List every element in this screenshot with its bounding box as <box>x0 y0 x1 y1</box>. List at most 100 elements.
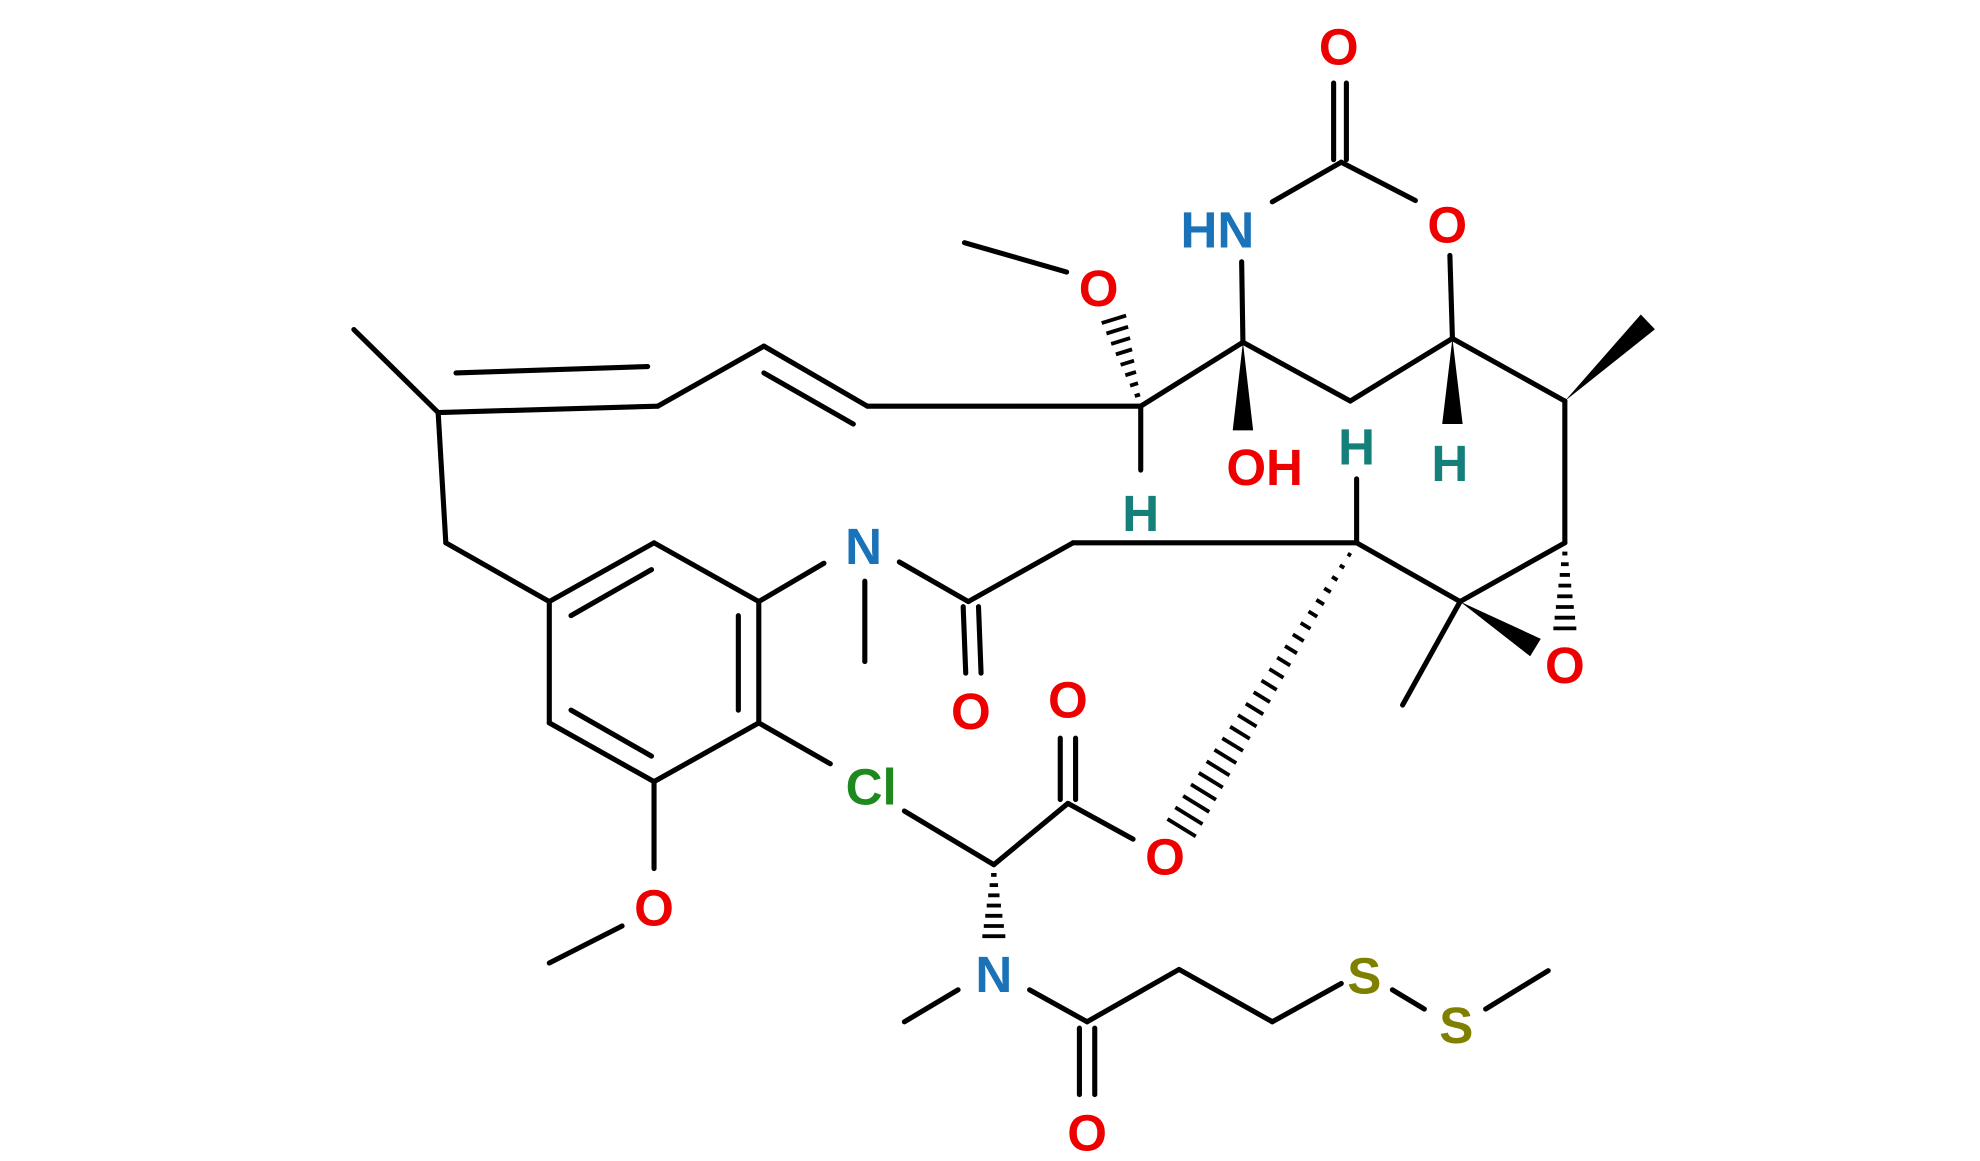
hashed-bond <box>1553 540 1577 631</box>
atom-label-hydroxyl: OH <box>1226 439 1303 496</box>
bond <box>1084 966 1182 1025</box>
bond <box>1176 966 1275 1025</box>
bond <box>761 370 856 427</box>
bond <box>1269 159 1344 205</box>
bond <box>655 343 767 409</box>
hash-stroke <box>1268 667 1285 680</box>
hash-stroke <box>1120 358 1135 367</box>
bond <box>756 720 833 767</box>
wedge-bond <box>1460 601 1541 657</box>
bond <box>351 326 441 416</box>
bond <box>651 540 762 605</box>
atom-label-oxygen: O <box>634 880 674 937</box>
bond <box>568 707 655 759</box>
atom-label-oxygen: O <box>1048 671 1088 728</box>
hashed-bond <box>1166 540 1359 838</box>
atom-label-oxygen: O <box>1145 829 1185 886</box>
bond <box>1354 540 1463 605</box>
bond <box>961 240 1070 275</box>
bond <box>453 364 651 376</box>
hash-stroke <box>1213 748 1238 765</box>
bond <box>1338 159 1418 204</box>
bond <box>546 720 657 785</box>
hash-stroke <box>1115 347 1133 357</box>
bond <box>1447 252 1455 342</box>
bond <box>1449 335 1568 404</box>
hash-stroke <box>1110 336 1131 346</box>
bond <box>1483 968 1551 1012</box>
hash-stroke <box>1276 655 1292 668</box>
bond <box>1347 335 1455 404</box>
atom-label-oxygen: O <box>1067 1104 1107 1161</box>
bonds-group <box>351 80 1655 1098</box>
hash-stroke <box>1174 805 1204 826</box>
bond <box>965 540 1076 605</box>
hash-stroke <box>1221 736 1244 753</box>
atom-label-nitrogen: N <box>845 518 882 575</box>
atom-label-hydrogen: H <box>1338 419 1375 476</box>
hashed-bond <box>1101 313 1143 409</box>
bond <box>1138 339 1246 409</box>
hash-stroke <box>1134 392 1141 398</box>
hash-stroke <box>1124 370 1137 378</box>
atom-label-oxygen: O <box>951 683 991 740</box>
hash-stroke <box>1205 759 1231 777</box>
hash-stroke <box>1129 381 1139 388</box>
hash-stroke <box>1260 678 1278 692</box>
hash-stroke <box>1315 598 1325 607</box>
hash-stroke <box>1105 324 1129 336</box>
bond <box>435 403 661 416</box>
hash-stroke <box>1307 609 1319 619</box>
bond <box>568 567 655 619</box>
bond <box>546 923 625 966</box>
hash-stroke <box>1338 563 1346 570</box>
hash-stroke <box>1182 794 1211 814</box>
atom-label-hydrogen: H <box>1122 485 1159 542</box>
hashed-bond <box>982 862 1006 939</box>
bond <box>901 808 997 868</box>
hash-stroke <box>1323 586 1332 594</box>
atom-label-oxygen: O <box>1545 637 1585 694</box>
bond <box>896 559 971 605</box>
bond <box>960 604 969 676</box>
hash-stroke <box>1229 725 1251 741</box>
atom-label-nh: HN <box>1180 201 1254 258</box>
wedge-bond <box>1232 342 1254 431</box>
hash-stroke <box>1138 403 1143 409</box>
bond <box>1065 800 1136 842</box>
hash-stroke <box>1291 632 1305 643</box>
hash-stroke <box>1252 690 1271 704</box>
bond <box>546 540 657 605</box>
wedge-bond <box>1442 338 1463 425</box>
hash-stroke <box>1166 817 1197 838</box>
hash-stroke <box>1354 540 1359 546</box>
wedge-bond <box>1564 314 1655 402</box>
hash-stroke <box>1346 552 1352 558</box>
atom-label-chlorine: Cl <box>846 758 897 815</box>
bond <box>1269 980 1344 1025</box>
atom-label-hydrogen: H <box>1431 435 1468 492</box>
bond <box>756 560 827 605</box>
atom-label-sulfur: S <box>1347 947 1381 1004</box>
hash-stroke <box>1197 771 1224 790</box>
bond <box>1400 599 1463 708</box>
hash-stroke <box>1101 313 1127 325</box>
hash-stroke <box>1284 644 1298 655</box>
atom-label-oxygen: O <box>1319 19 1359 76</box>
atom-labels: O HN O O OH H H H N O O Cl O O O N O S S <box>634 19 1585 1161</box>
bond <box>1389 987 1427 1012</box>
atom-label-oxygen: O <box>1427 196 1467 253</box>
hash-stroke <box>1331 575 1339 582</box>
bond <box>1240 339 1353 404</box>
bond <box>901 987 961 1025</box>
bond <box>443 540 552 605</box>
hash-stroke <box>1189 782 1218 802</box>
atom-label-sulfur: S <box>1439 997 1473 1054</box>
bond <box>1457 540 1568 605</box>
bond <box>651 720 762 785</box>
atom-label-nitrogen: N <box>975 946 1012 1003</box>
bond <box>1027 987 1090 1025</box>
hash-stroke <box>1299 621 1312 631</box>
bond <box>761 343 870 409</box>
